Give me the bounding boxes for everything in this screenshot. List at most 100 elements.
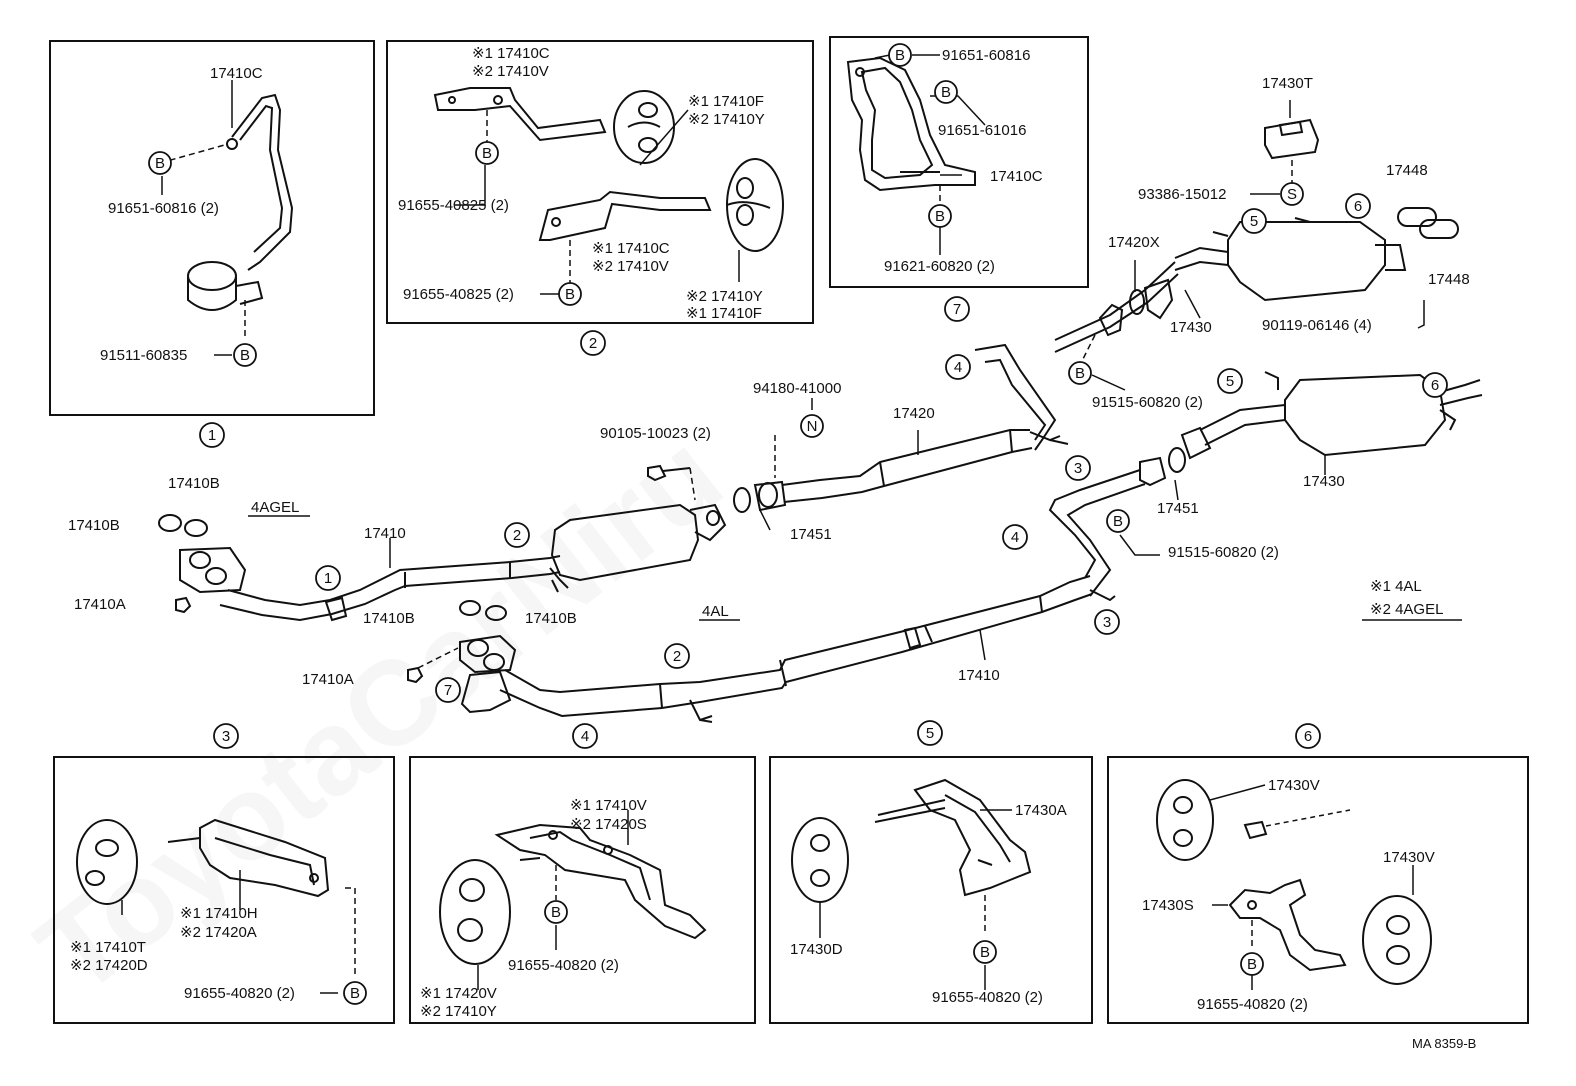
callout-1: 1 [208, 427, 216, 444]
b-symbol: B [941, 84, 951, 101]
part-label: 17410B [525, 610, 577, 627]
part-label: 91655-40825 (2) [403, 286, 514, 303]
part-label: 17430S [1142, 897, 1194, 914]
callout-4: 4 [954, 359, 962, 376]
part-label: 17430V [1268, 777, 1320, 794]
lower-exhaust-route [407, 371, 1483, 723]
part-label: 17410B [363, 610, 415, 627]
callout-3: 3 [222, 728, 230, 745]
watermark: ToyotaCarNiru [14, 407, 746, 1020]
part-label: 17410A [74, 596, 126, 613]
detail-box-2 [386, 40, 814, 324]
detail-box-4 [409, 756, 756, 1024]
part-labels: 17410C 91651-60816 (2) 91511-60835 ※1 17… [68, 45, 1476, 1051]
part-label: ※1 17410H [180, 905, 258, 922]
part-label: ※1 17420V [420, 985, 497, 1002]
part-label: ※1 17410T [70, 939, 146, 956]
b-symbol: B [1075, 365, 1085, 382]
part-label: 91515-60820 (2) [1092, 394, 1203, 411]
variant-label-upper: 4AGEL [251, 499, 299, 516]
part-label: ※1 17410C [592, 240, 670, 257]
legend-line-1: ※1 4AL [1370, 578, 1422, 595]
legend-line-2: ※2 4AGEL [1370, 601, 1443, 618]
b-symbol: B [1113, 513, 1123, 530]
part-label: 91511-60835 [100, 347, 187, 364]
part-label: 91655-40820 (2) [932, 989, 1043, 1006]
part-label: ※2 17410V [472, 63, 549, 80]
part-label: 17430 [1170, 319, 1212, 336]
b-symbol: B [350, 985, 360, 1002]
part-label: 91651-60816 [942, 47, 1030, 64]
part-label: 17448 [1428, 271, 1470, 288]
part-label: 17448 [1386, 162, 1428, 179]
part-label: ※2 17410Y [686, 288, 763, 305]
part-label: ※2 17420A [180, 924, 257, 941]
part-label: 17430D [790, 941, 843, 958]
document-id: MA 8359-B [1412, 1036, 1476, 1051]
upper-exhaust-route [158, 398, 1069, 622]
callout-7: 7 [444, 682, 452, 699]
callout-6: 6 [1431, 377, 1439, 394]
detail-box-6 [1107, 756, 1529, 1024]
part-label: 17420 [893, 405, 935, 422]
callout-5: 5 [1226, 373, 1234, 390]
callout-5: 5 [926, 725, 934, 742]
callout-7: 7 [953, 301, 961, 318]
part-label: ※2 17410Y [420, 1003, 497, 1020]
callout-2: 2 [513, 527, 521, 544]
callout-2: 2 [673, 648, 681, 665]
part-label: 91655-40820 (2) [1197, 996, 1308, 1013]
part-label: 17430V [1383, 849, 1435, 866]
part-label: ※2 17420D [70, 957, 148, 974]
part-label: 17410B [68, 517, 120, 534]
part-label: 17451 [1157, 500, 1199, 517]
part-label: 91621-60820 (2) [884, 258, 995, 275]
b-symbol: B [551, 904, 561, 921]
part-label: 17430T [1262, 75, 1313, 92]
n-symbol: N [807, 418, 818, 435]
callout-numbers: 1 2 7 4 5 6 5 6 3 4 3 2 1 2 7 3 4 5 6 [199, 193, 1448, 749]
callout-6: 6 [1304, 728, 1312, 745]
callout-3: 3 [1103, 614, 1111, 631]
part-label: 91651-60816 (2) [108, 200, 219, 217]
part-label: 91655-40825 (2) [398, 197, 509, 214]
part-label: 17410B [168, 475, 220, 492]
callout-3: 3 [1074, 460, 1082, 477]
b-symbol: B [482, 145, 492, 162]
detail-box-7 [829, 36, 1089, 288]
part-label: ※1 17410F [686, 305, 762, 322]
part-label: 17430A [1015, 802, 1067, 819]
b-symbol: B [935, 208, 945, 225]
part-label: ※2 17420S [570, 816, 647, 833]
part-label: 94180-41000 [753, 380, 841, 397]
variant-underlines [248, 515, 1462, 621]
detail-box-5 [769, 756, 1093, 1024]
b-symbol: B [1247, 956, 1257, 973]
part-label: 17410 [958, 667, 1000, 684]
b-symbol: B [980, 944, 990, 961]
b-symbol: B [895, 47, 905, 64]
part-label: 17451 [790, 526, 832, 543]
b-symbol: B [565, 286, 575, 303]
part-label: 17410C [990, 168, 1043, 185]
b-symbol: B [240, 347, 250, 364]
part-label: 17410A [302, 671, 354, 688]
part-label: 17420X [1108, 234, 1160, 251]
callout-2: 2 [589, 335, 597, 352]
variant-label-lower: 4AL [702, 603, 729, 620]
part-label: 91655-40820 (2) [184, 985, 295, 1002]
part-label: 17410C [210, 65, 263, 82]
part-label: 17410 [364, 525, 406, 542]
upper-muffler-assembly [974, 100, 1459, 451]
callout-6: 6 [1354, 198, 1362, 215]
s-symbol: S [1287, 186, 1297, 203]
part-label: 91651-61016 [938, 122, 1026, 139]
part-label: 91515-60820 (2) [1168, 544, 1279, 561]
detail-box-3 [53, 756, 395, 1024]
part-label: ※2 17410Y [688, 111, 765, 128]
part-label: 17430 [1303, 473, 1345, 490]
callout-4: 4 [581, 728, 589, 745]
symbol-markers: B B B B B B B S B N B B B B B [148, 43, 1304, 1005]
